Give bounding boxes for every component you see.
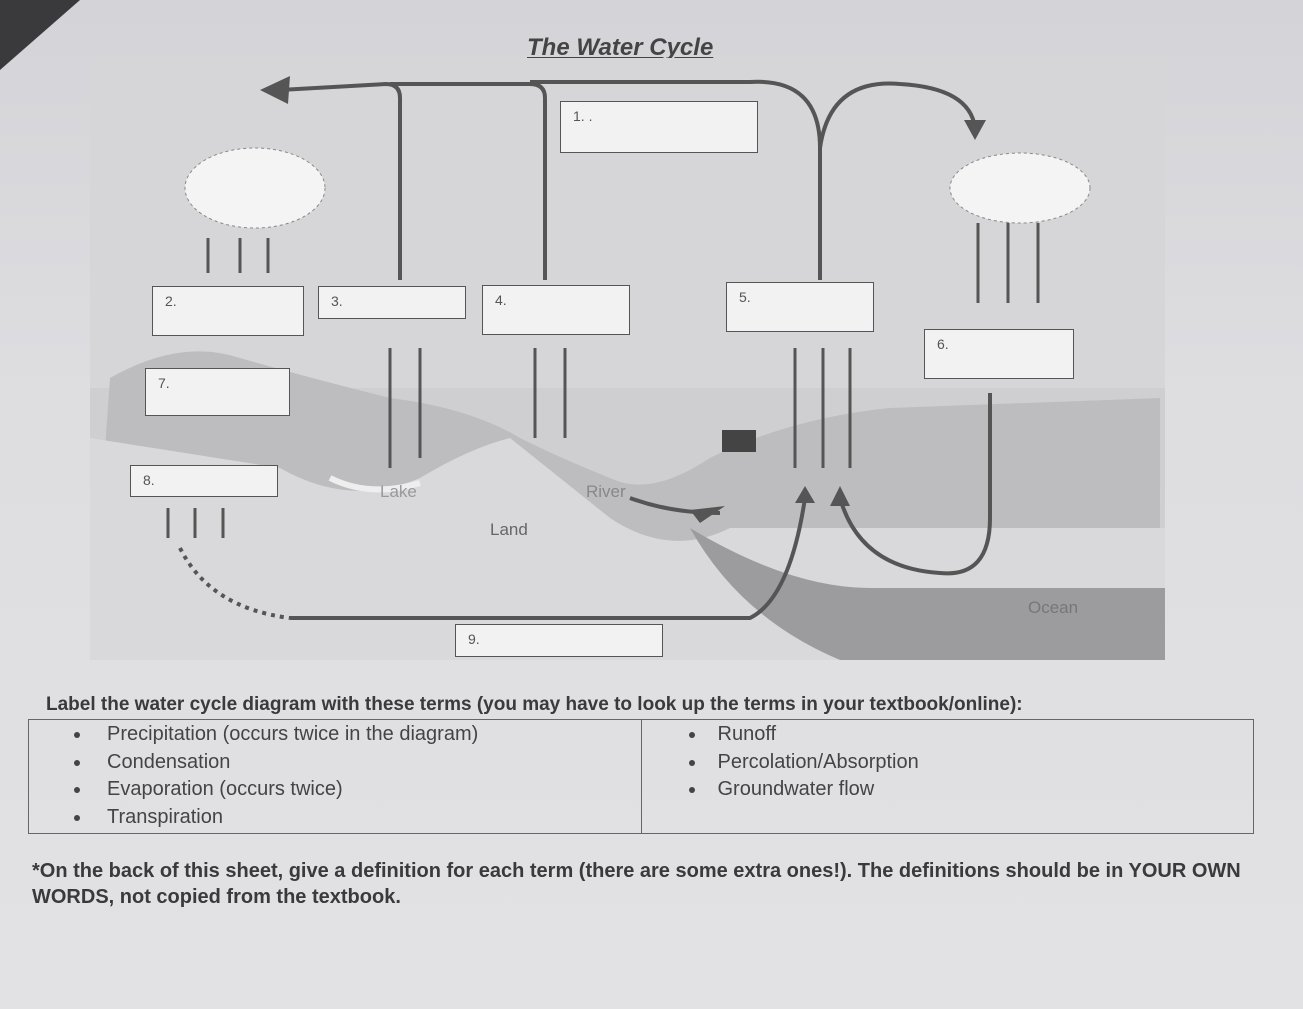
term-item: Evaporation (occurs twice) — [29, 776, 641, 804]
term-item: Condensation — [29, 749, 641, 777]
lake-shape — [328, 475, 421, 493]
term-item: Groundwater flow — [642, 776, 1254, 804]
water-cycle-diagram: 1. . 2. 3. 4. 5. 6. 7. 8. 9. Lake River … — [90, 58, 1165, 660]
ocean-shape — [690, 528, 1165, 660]
definition-note: *On the back of this sheet, give a defin… — [32, 860, 1241, 908]
cloud-left — [184, 147, 326, 229]
cloud-right — [949, 152, 1091, 224]
terms-left-column: Precipitation (occurs twice in the diagr… — [29, 720, 641, 833]
factory-icon — [722, 430, 756, 452]
label-box-2[interactable]: 2. — [152, 286, 304, 336]
label-box-3[interactable]: 3. — [318, 286, 466, 319]
label-box-8[interactable]: 8. — [130, 465, 278, 497]
lake-label: Lake — [380, 482, 417, 501]
label-box-1[interactable]: 1. . — [560, 101, 758, 153]
land-label: Land — [490, 520, 528, 539]
river-label: River — [586, 482, 626, 501]
terms-table: Precipitation (occurs twice in the diagr… — [28, 719, 1254, 834]
term-item: Transpiration — [29, 804, 641, 832]
term-item: Percolation/Absorption — [642, 749, 1254, 777]
label-box-5[interactable]: 5. — [726, 282, 874, 332]
ocean-label: Ocean — [1028, 598, 1079, 617]
label-box-4[interactable]: 4. — [482, 285, 630, 335]
page-title: The Water Cycle — [527, 34, 714, 61]
label-box-7[interactable]: 7. — [145, 368, 290, 416]
label-box-9[interactable]: 9. — [455, 624, 663, 657]
term-item: Runoff — [642, 721, 1254, 749]
table-corner — [0, 0, 80, 70]
label-box-6[interactable]: 6. — [924, 329, 1074, 379]
term-item: Precipitation (occurs twice in the diagr… — [29, 721, 641, 749]
terms-right-column: Runoff Percolation/Absorption Groundwate… — [640, 720, 1254, 833]
instructions: Label the water cycle diagram with these… — [46, 694, 1023, 715]
